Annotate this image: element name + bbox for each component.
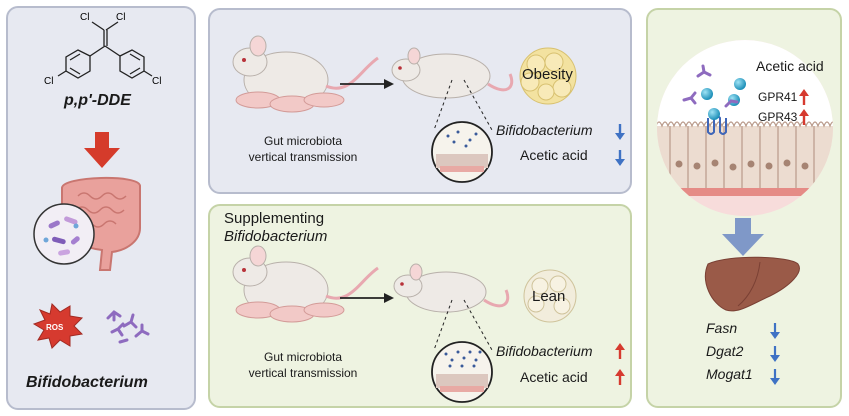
acetic-down-arrow-top — [615, 150, 625, 166]
gpr41-up-arrow — [799, 89, 809, 105]
blue-down-arrow — [722, 218, 764, 256]
fat-cells-lean — [523, 269, 577, 323]
bifidobacterium-cluster-icon — [106, 310, 150, 344]
transmission-line2-top: vertical transmission — [248, 150, 358, 164]
gene-fasn: Fasn — [706, 320, 738, 336]
gene-dgat2: Dgat2 — [706, 343, 744, 359]
pups-top — [235, 91, 345, 113]
acetic-up-arrow-bottom — [615, 369, 625, 385]
acetic-label-top: Acetic acid — [520, 147, 588, 163]
cl-atom-4: Cl — [152, 76, 161, 87]
bifido-up-arrow-bottom — [615, 343, 625, 359]
ros-starburst — [32, 302, 84, 349]
gpr43-up-arrow — [799, 109, 809, 125]
gut-zoom-circle-top — [431, 121, 493, 183]
mogat1-down-arrow — [770, 369, 780, 385]
bifido-down-arrow-top — [615, 124, 625, 140]
gut-zoom-circle-bottom — [431, 341, 493, 403]
lean-label: Lean — [532, 288, 566, 305]
liver-icon — [704, 256, 800, 312]
bifido-label-top: Bifidobacterium — [496, 122, 593, 138]
arrow-bottom — [340, 293, 394, 303]
cl-atom-3: Cl — [44, 76, 53, 87]
ros-label: ROS — [46, 323, 64, 332]
transmission-line1-bottom: Gut microbiota — [263, 350, 343, 364]
fasn-down-arrow — [770, 323, 780, 339]
supplementing-heading-bacterium: Bifidobacterium — [224, 228, 328, 245]
cl-atom-2: Cl — [116, 12, 125, 23]
microbiota-magnifier — [33, 203, 95, 265]
compound-name: p,p'-DDE — [64, 92, 131, 109]
gpr41-label: GPR41 — [758, 90, 798, 104]
bifido-label-bottom: Bifidobacterium — [496, 343, 593, 359]
obesity-label: Obesity — [522, 66, 573, 83]
ddd-molecule — [57, 21, 153, 79]
bifidobacterium-label: Bifidobacterium — [26, 374, 148, 391]
transmission-line1-top: Gut microbiota — [263, 134, 343, 148]
cl-atom-1: Cl — [80, 12, 89, 23]
offspring-mouse-top — [391, 47, 514, 131]
acetic-label-right: Acetic acid — [756, 58, 824, 74]
supplementing-heading: Supplementing — [224, 210, 325, 227]
acetic-label-bottom: Acetic acid — [520, 369, 588, 385]
red-down-arrow — [84, 132, 120, 168]
pups-bottom — [235, 301, 345, 323]
arrow-top — [340, 79, 394, 89]
dgat2-down-arrow — [770, 346, 780, 362]
fat-cells-obesity — [519, 47, 577, 105]
offspring-mouse-bottom — [393, 263, 510, 351]
gene-mogat1: Mogat1 — [706, 366, 753, 382]
gpr43-label: GPR43 — [758, 110, 798, 124]
lumen-bifidobacteria — [682, 64, 739, 108]
transmission-line2-bottom: vertical transmission — [248, 366, 358, 380]
